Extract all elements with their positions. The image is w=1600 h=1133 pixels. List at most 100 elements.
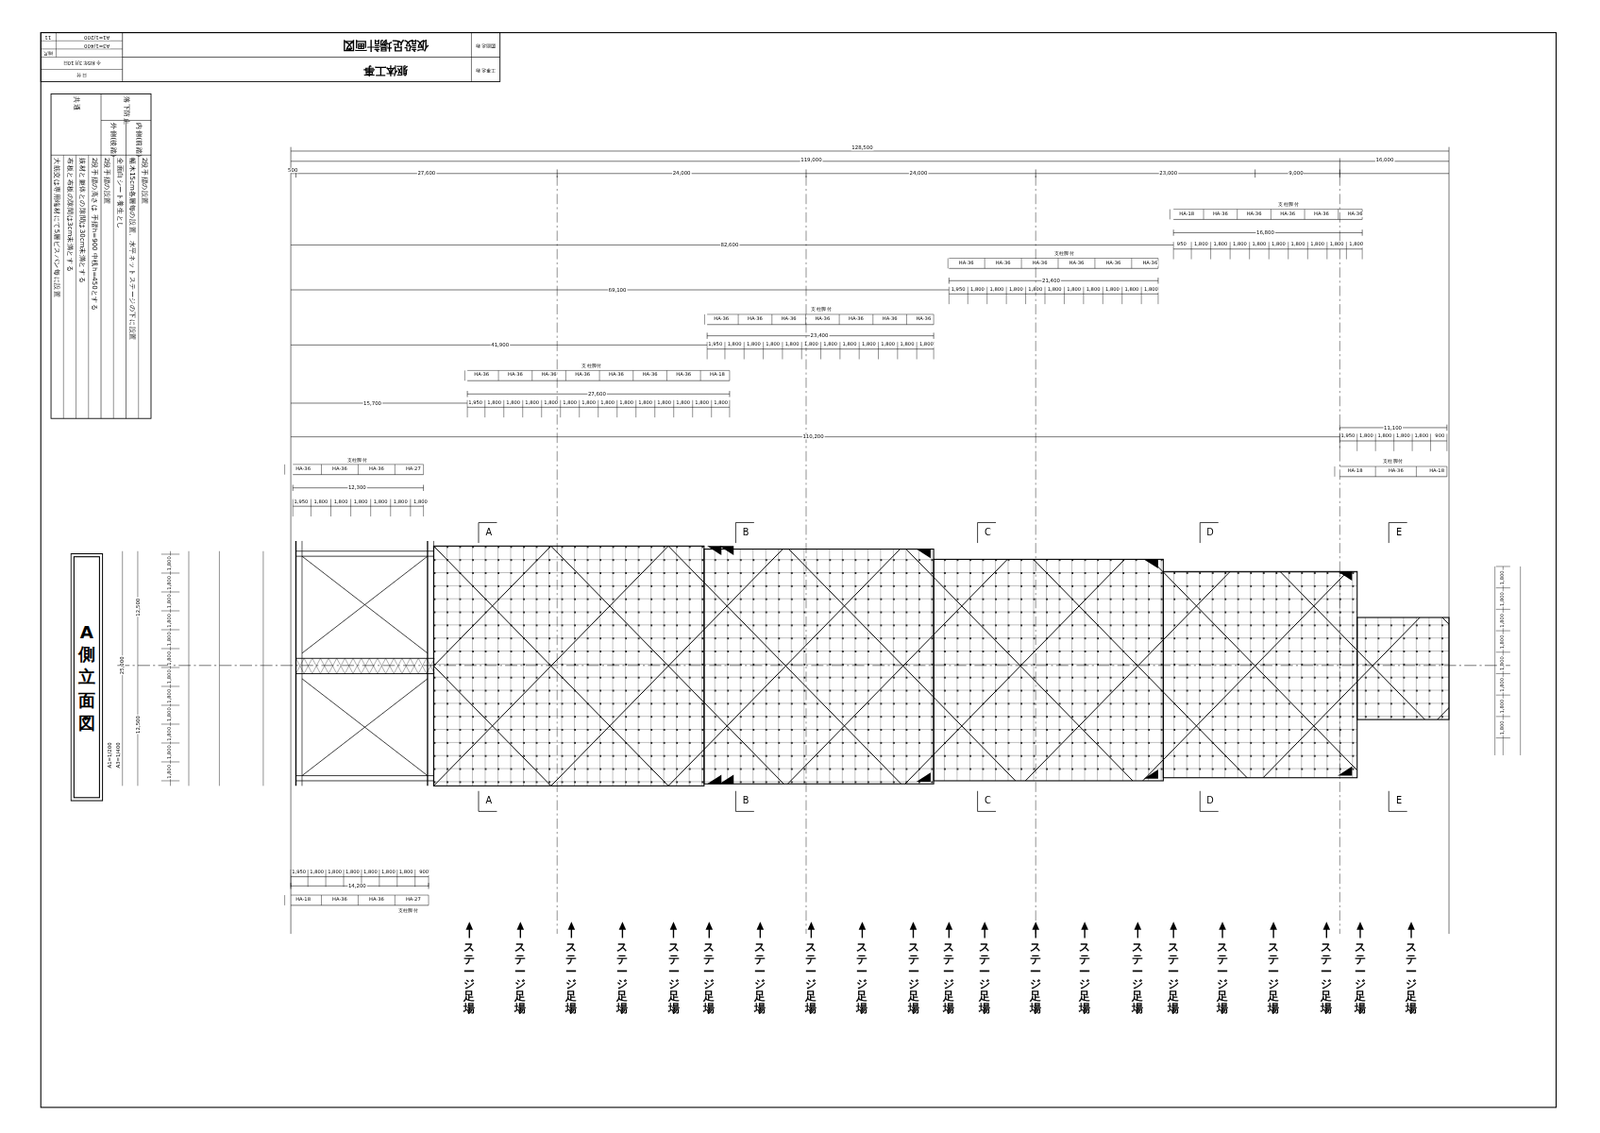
dimension-text: 1,800 — [1143, 286, 1159, 292]
dimension-text: 110,200 — [802, 434, 825, 439]
dimension-text: 950 — [1176, 242, 1187, 248]
member-code: HA-36 — [641, 372, 658, 378]
dimension-text: 1,800 — [619, 400, 635, 405]
extension-line — [1448, 147, 1450, 934]
post-mark — [673, 400, 674, 418]
dimension-text: 1,800 — [1066, 286, 1082, 292]
note-text: 内側(前踏) — [132, 122, 145, 158]
dimension-line — [290, 160, 1449, 162]
slab-hatch — [369, 657, 378, 674]
dimension-tick — [728, 390, 730, 397]
stage-label: ステージ足場 — [667, 942, 680, 1016]
dimension-text: 1,800 — [168, 555, 173, 572]
member-code: HA-36 — [295, 467, 312, 472]
arrow-head — [1080, 921, 1089, 930]
member-code: HA-36 — [1142, 260, 1159, 266]
section-letter: D — [1206, 796, 1215, 807]
dimension-text: 1,800 — [309, 870, 325, 876]
drawing-title: A側 立面図 — [78, 621, 96, 734]
section-marker — [1388, 791, 1390, 812]
dimension-text: 69,100 — [607, 286, 627, 292]
slab-hatch — [402, 657, 411, 674]
support-note: 支柱脚付 — [346, 457, 369, 463]
cross-brace — [316, 545, 552, 786]
member-line — [707, 313, 934, 315]
dimension-text: 23,000 — [1159, 170, 1179, 176]
slab-hatch — [344, 657, 354, 674]
dimension-text: 1,800 — [1500, 676, 1506, 692]
title-block — [40, 33, 500, 83]
extension-line — [290, 147, 292, 934]
cross-brace — [1372, 545, 1600, 786]
dimension-text: 900 — [419, 870, 430, 876]
post-mark — [1393, 433, 1395, 451]
dimension-text: 1,800 — [524, 400, 540, 405]
dimension-line — [136, 551, 138, 787]
arrow-head — [568, 921, 576, 930]
dimension-tick — [290, 882, 292, 889]
tie-wedge — [719, 545, 734, 556]
scale-text: A1=1/200 — [84, 34, 111, 40]
grid-axis-line — [1339, 175, 1341, 934]
stage-label: ステージ足場 — [943, 942, 956, 1016]
post-mark — [1044, 286, 1045, 304]
post-mark — [762, 341, 764, 359]
note-text: 2段手摺の設置 — [101, 156, 114, 205]
slab-hatch — [410, 657, 420, 674]
member-tick — [464, 370, 466, 381]
arrow-head — [1134, 921, 1143, 930]
post-mark — [1141, 286, 1143, 304]
title-block-line — [122, 56, 501, 58]
dimension-text: 1,800 — [1414, 434, 1430, 439]
arrow-head — [1031, 921, 1040, 930]
member-tick — [839, 314, 841, 325]
dimension-text: 1,800 — [694, 400, 710, 405]
section-marker — [478, 810, 497, 812]
slab-hatch — [320, 657, 329, 674]
beam-line — [295, 774, 434, 776]
dimension-text: 1,800 — [505, 400, 522, 405]
member-line — [290, 894, 429, 896]
member-tick — [1169, 209, 1171, 220]
table-line — [75, 154, 77, 419]
member-code: HA-36 — [1246, 211, 1263, 217]
slab-hatch — [336, 657, 346, 674]
dimension-text: 1,800 — [745, 342, 761, 348]
section-marker — [735, 791, 737, 812]
dimension-tick — [1496, 630, 1511, 632]
dimension-text: 1,800 — [1500, 633, 1506, 649]
member-tick — [984, 257, 986, 269]
cross-brace — [199, 545, 435, 786]
cross-brace — [668, 545, 904, 786]
dimension-text: 1,800 — [1008, 286, 1024, 292]
member-tick — [599, 370, 601, 381]
member-code: HA-36 — [881, 317, 898, 322]
member-code: HA-36 — [368, 467, 385, 472]
dimension-line — [1339, 439, 1448, 441]
member-line — [948, 268, 1159, 270]
dimension-text: 1,800 — [353, 499, 369, 505]
member-code: HA-36 — [607, 372, 624, 378]
dimension-text: 27,600 — [587, 391, 607, 397]
member-tick — [947, 257, 949, 269]
dimension-text: 1,800 — [1348, 242, 1365, 248]
scale-text: A3=1/400 — [116, 741, 121, 769]
table-line — [101, 93, 102, 419]
note-text: 落下防止 — [119, 96, 133, 126]
arrow-head — [706, 921, 714, 930]
member-code: HA-36 — [814, 317, 831, 322]
stage-label: ステージ足場 — [978, 942, 992, 1016]
member-tick — [394, 894, 396, 906]
dimension-text: 1,800 — [1046, 286, 1062, 292]
dimension-text: 1,800 — [168, 593, 173, 609]
slab-hatch — [344, 657, 354, 674]
member-code: HA-36 — [574, 372, 591, 378]
dimension-text: 1,800 — [1105, 286, 1121, 292]
member-tick — [394, 464, 396, 475]
scaffold-frame — [1357, 617, 1449, 720]
dimension-text: 1,800 — [562, 400, 578, 405]
post-mark — [801, 341, 803, 359]
post-mark — [1375, 433, 1377, 451]
dimension-text: 1,800 — [713, 400, 729, 405]
